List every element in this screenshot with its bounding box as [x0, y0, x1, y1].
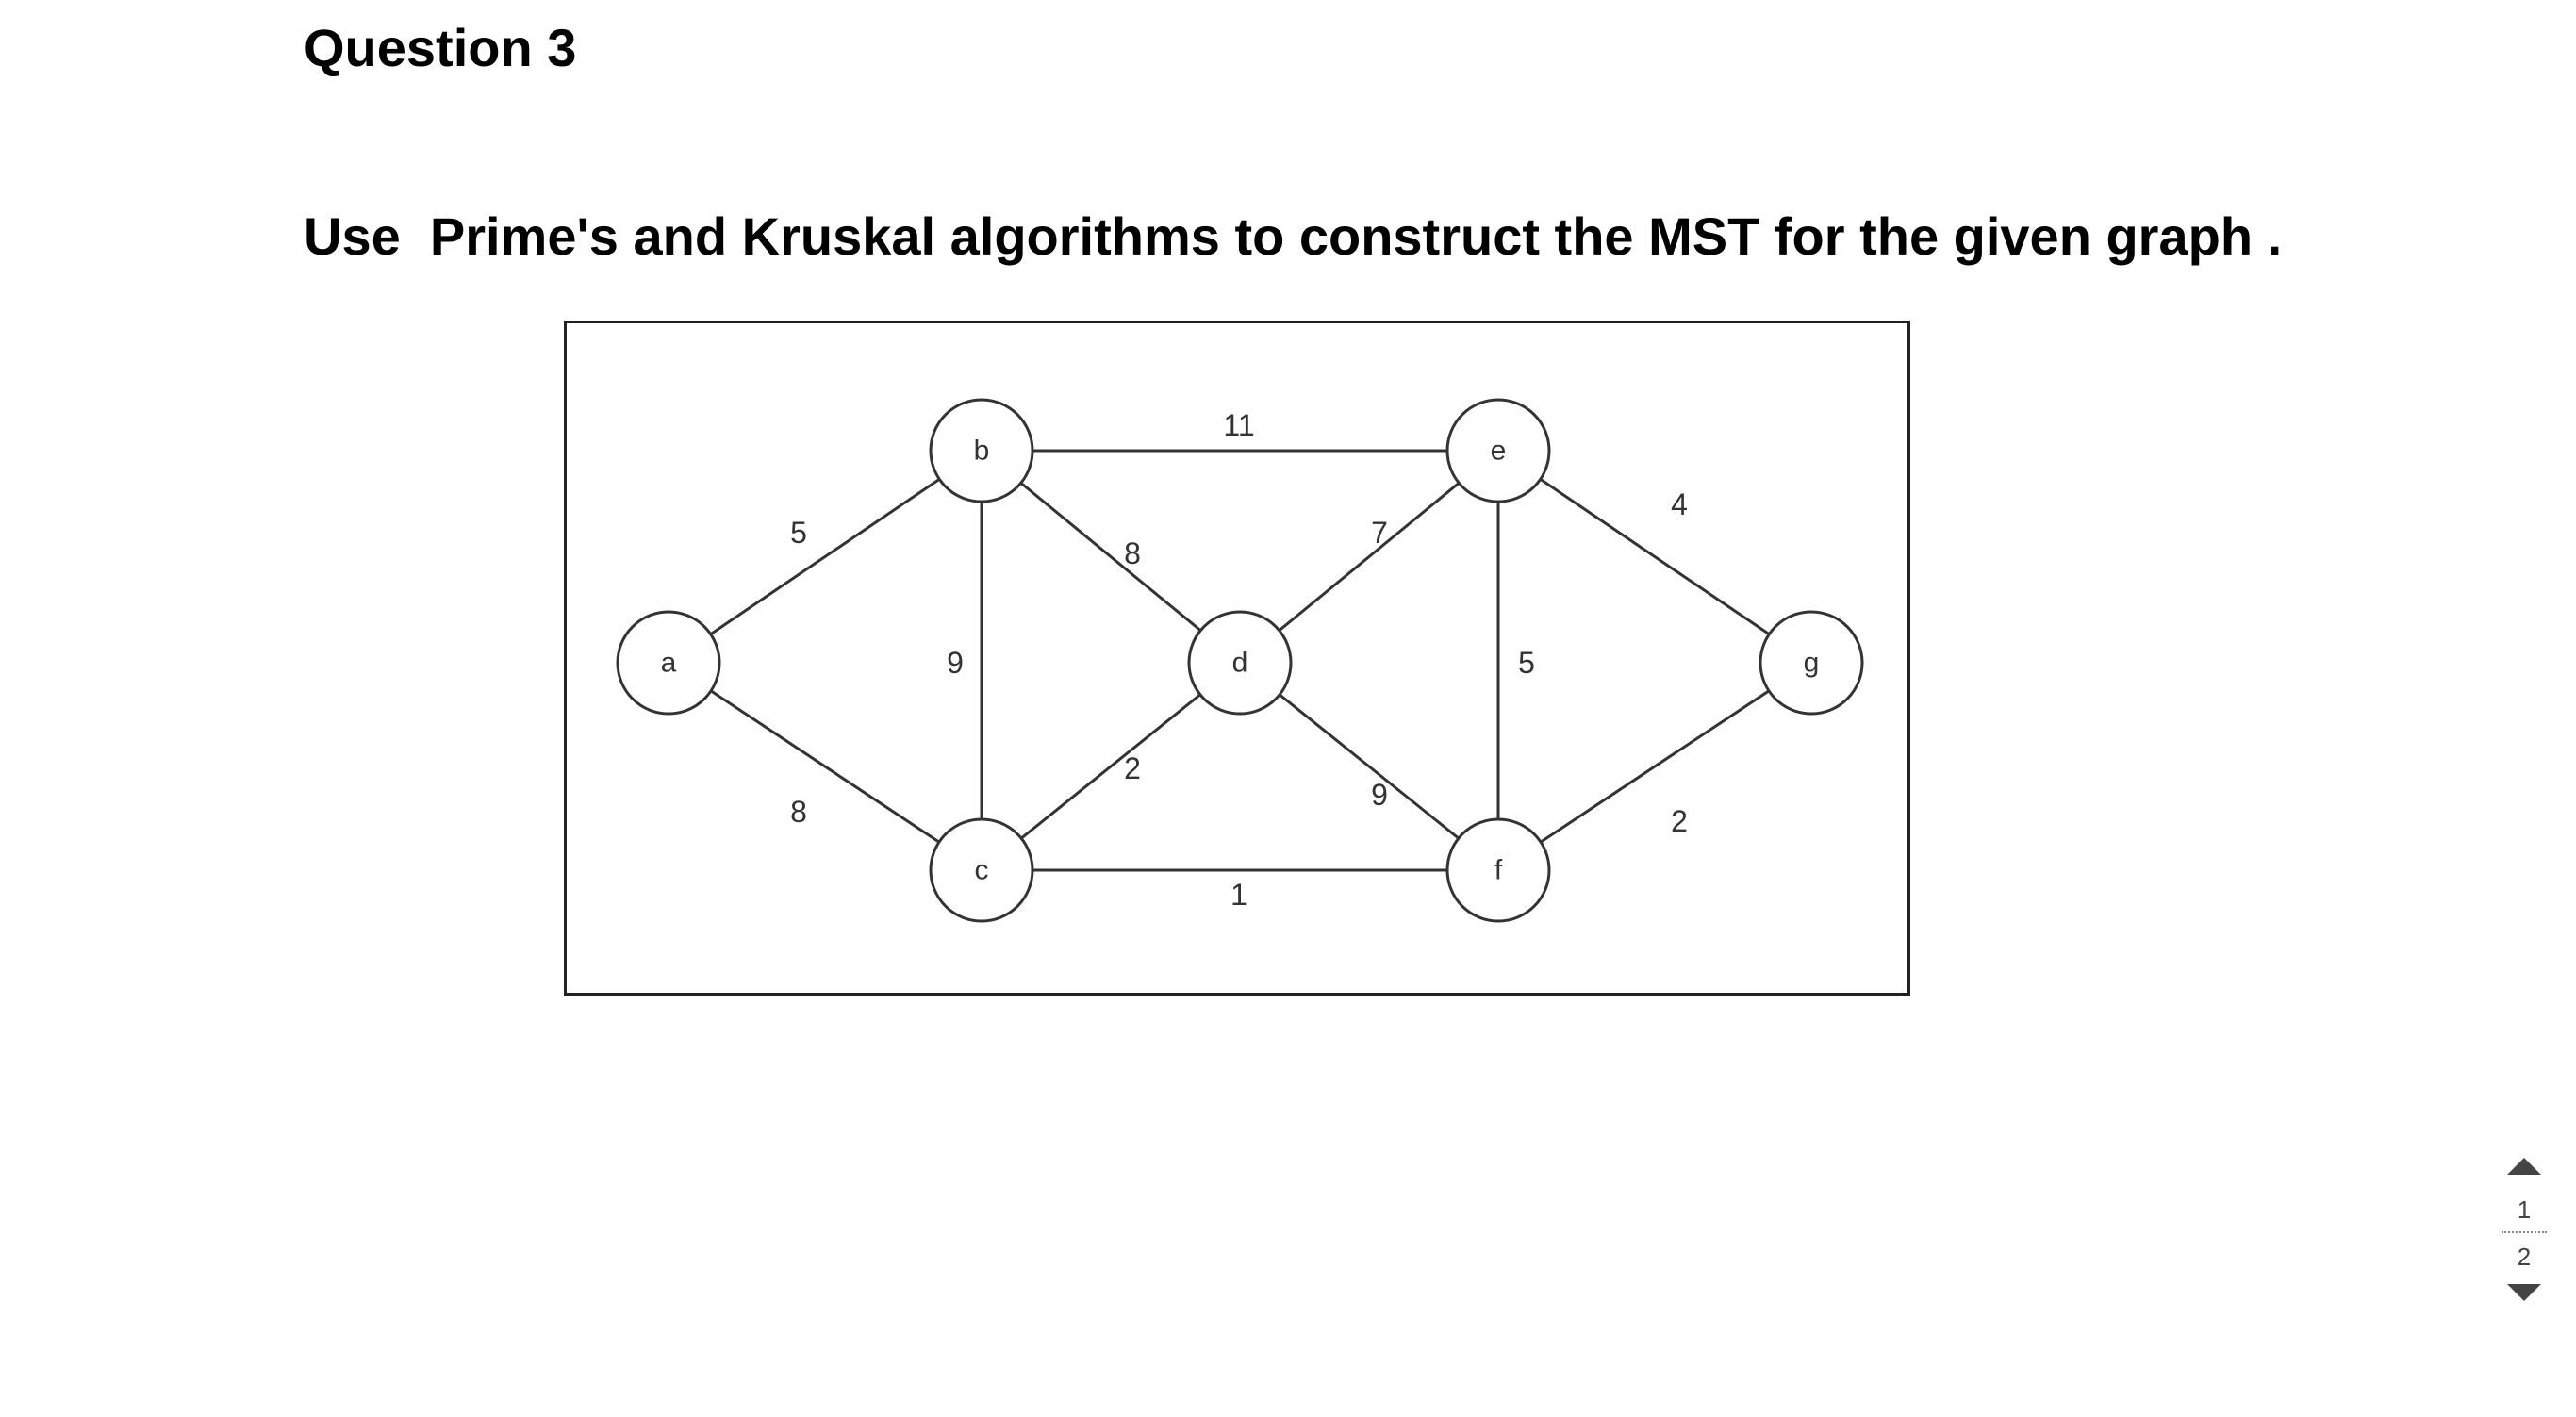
page-down-icon[interactable]	[2507, 1284, 2541, 1301]
node-circle-f	[1445, 817, 1551, 923]
edge-f-g	[1497, 661, 1812, 872]
edge-a-b	[668, 449, 983, 665]
node-c: c	[929, 817, 1034, 923]
question-text: Use Prime's and Kruskal algorithms to co…	[304, 206, 2283, 266]
node-circle-e	[1445, 398, 1551, 503]
page-navigator: 1 2	[2501, 1158, 2548, 1301]
node-circle-g	[1759, 610, 1864, 716]
node-label-g: g	[1804, 648, 1820, 679]
edge-c-d	[981, 661, 1241, 872]
edge-weight-d-e: 7	[1371, 516, 1388, 550]
edge-weight-c-d: 2	[1124, 751, 1141, 785]
edge-weight-f-g: 2	[1671, 804, 1688, 838]
edge-weight-e-f: 5	[1518, 646, 1535, 680]
node-label-a: a	[661, 648, 677, 679]
edge-e-g	[1497, 449, 1812, 665]
edge-weight-b-c: 9	[947, 646, 964, 680]
node-label-e: e	[1491, 436, 1507, 467]
page-divider	[2502, 1231, 2547, 1233]
edge-weight-a-b: 5	[790, 516, 807, 550]
node-e: e	[1445, 398, 1551, 503]
edge-b-d	[981, 449, 1241, 665]
edge-a-c	[668, 661, 983, 872]
edge-weight-e-g: 4	[1671, 487, 1688, 521]
edge-d-f	[1239, 661, 1499, 872]
edge-weight-b-d: 8	[1124, 536, 1141, 570]
graph-figure: 5 8 9 8 11 2 1 7 9 5 4 2 a b c d e f g	[564, 321, 1910, 996]
node-circle-d	[1187, 610, 1293, 716]
node-label-f: f	[1494, 855, 1503, 886]
edge-weight-b-e: 11	[1223, 408, 1254, 442]
graph-diagram: 5 8 9 8 11 2 1 7 9 5 4 2 a b c d e f g	[616, 398, 1864, 923]
edge-weight-a-c: 8	[790, 795, 807, 829]
node-b: b	[929, 398, 1034, 503]
node-circle-b	[929, 398, 1034, 503]
total-page-number: 2	[2517, 1243, 2532, 1271]
node-d: d	[1187, 610, 1293, 716]
edge-weight-c-f: 1	[1230, 878, 1247, 912]
edge-d-e	[1239, 449, 1499, 665]
question-title: Question 3	[304, 18, 577, 77]
node-label-c: c	[975, 855, 989, 886]
node-circle-a	[616, 610, 721, 716]
node-circle-c	[929, 817, 1034, 923]
node-label-d: d	[1232, 648, 1248, 679]
node-label-b: b	[974, 436, 990, 467]
node-f: f	[1445, 817, 1551, 923]
node-a: a	[616, 610, 721, 716]
current-page-number: 1	[2517, 1195, 2532, 1224]
node-g: g	[1759, 610, 1864, 716]
page-up-icon[interactable]	[2507, 1158, 2541, 1175]
edge-weight-d-f: 9	[1371, 778, 1388, 812]
